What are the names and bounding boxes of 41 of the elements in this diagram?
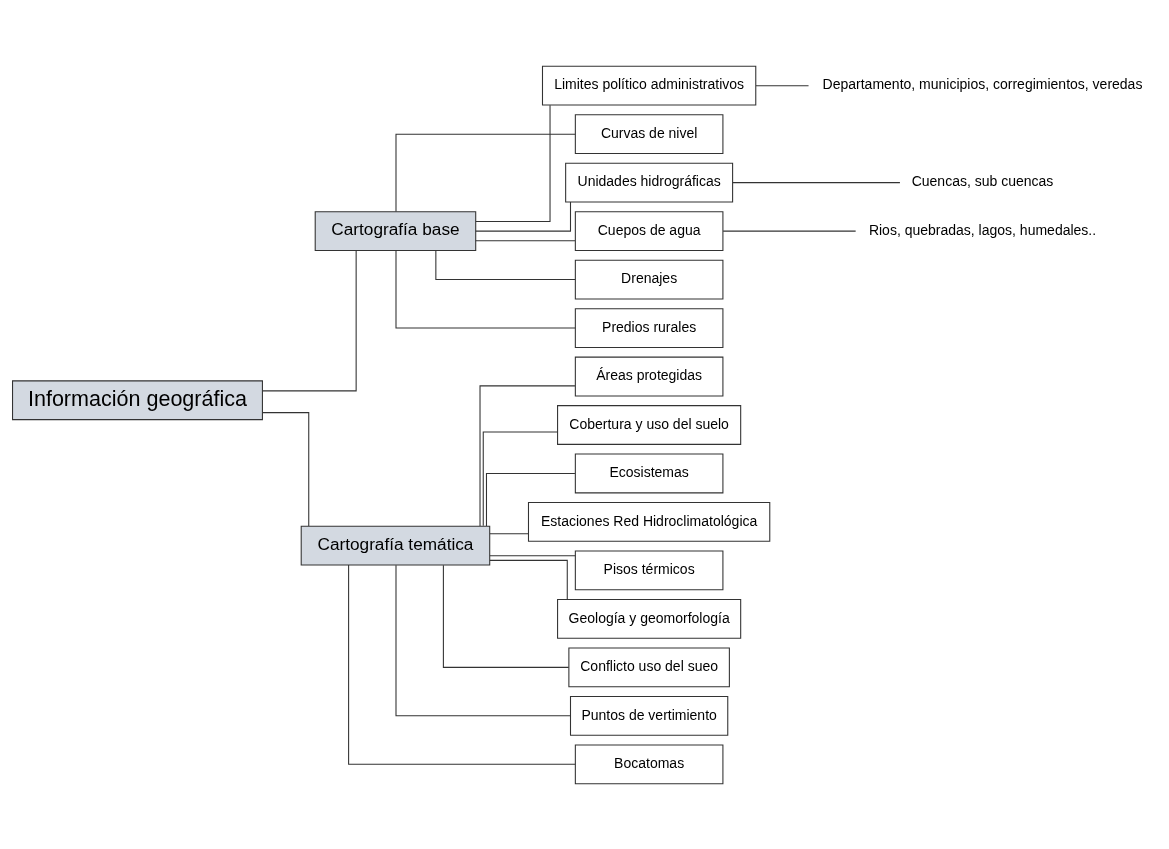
connector (348, 564, 576, 765)
connector (475, 104, 551, 222)
node-box: Curvas de nivel (574, 113, 724, 154)
connector (261, 249, 357, 391)
connector (479, 384, 576, 527)
connector (475, 239, 576, 241)
connector (732, 181, 901, 183)
connector (435, 249, 576, 280)
connector (442, 564, 570, 668)
node-box: Bocatomas (574, 743, 724, 784)
node-box: Predios rurales (574, 307, 724, 348)
node-box: Puntos de vertimiento (569, 695, 729, 736)
connector (395, 564, 571, 716)
node-box: Cobertura y uso del suelo (557, 404, 742, 445)
connector (489, 554, 576, 556)
connector (489, 559, 568, 600)
node-text: Rios, quebradas, lagos, humedales.. (868, 221, 1097, 238)
node-box: Áreas protegidas (574, 356, 724, 396)
node-box: Drenajes (574, 259, 724, 299)
node-box: Cartografía base (314, 210, 477, 251)
connector (395, 133, 576, 212)
connector (485, 472, 576, 526)
connector (722, 230, 857, 232)
connector (489, 532, 529, 534)
node-box: Conflicto uso del sueo (568, 646, 730, 687)
node-text: Departamento, municipios, corregimientos, veredas (822, 75, 1143, 92)
node-box: Estaciones Red Hidroclimatológica (527, 501, 771, 542)
connector (262, 411, 310, 527)
node-box: Información geográfica (12, 379, 263, 420)
node-box: Limites político administrativos (541, 65, 757, 106)
connector (755, 84, 810, 86)
node-box: Cuepos de agua (574, 210, 724, 251)
node-box: Unidades hidrográficas (565, 162, 734, 203)
connector (395, 249, 576, 329)
node-box: Pisos térmicos (574, 550, 724, 590)
connector (482, 430, 558, 526)
node-box: Ecosistemas (574, 453, 724, 493)
node-box: Cartografía temática (300, 525, 491, 566)
connector (475, 201, 572, 232)
node-text: Cuencas, sub cuencas (911, 172, 1054, 189)
node-box: Geología y geomorfología (557, 598, 742, 639)
